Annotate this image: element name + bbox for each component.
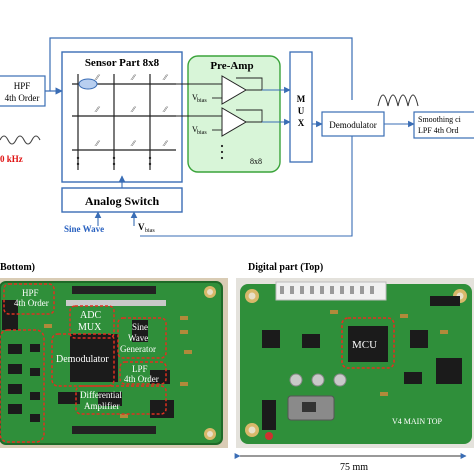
ann-lpf-1: LPF (132, 364, 148, 374)
analog-switch-block: Analog Switch (61, 187, 183, 213)
sensor-title: Sensor Part 8x8 (85, 57, 160, 69)
svg-text:⁄⁄: ⁄⁄ (94, 73, 100, 82)
preamp-count: 8x8 (250, 157, 262, 166)
preamp-block: Pre-Amp V bias V bias 8x8 (176, 55, 281, 173)
ann-sine-3: Generator (120, 344, 156, 354)
ann-adc-1: ADC (80, 310, 101, 321)
preamp-title: Pre-Amp (210, 60, 253, 72)
demodulator-label: Demodulator (329, 120, 377, 130)
smoothing-block: Smoothing ci LPF 4th Ord (413, 111, 474, 139)
sine-wave-label: Sine Wave (64, 224, 104, 234)
hpf-block: HPF 4th Order (0, 75, 46, 107)
demodulator-block: Demodulator (321, 111, 385, 137)
smoothing-label-line2: LPF 4th Ord (418, 126, 458, 135)
ann-demod: Demodulator (56, 354, 109, 365)
vbias-1-sub: bias (197, 98, 207, 104)
right-photo-title: Digital part (Top) (248, 262, 323, 273)
analog-switch-label: Analog Switch (85, 194, 160, 208)
hpf-label-line1: HPF (14, 81, 31, 91)
scale-label: 75 mm (340, 462, 368, 473)
hpf-label-line2: 4th Order (5, 93, 40, 103)
feedback-top-line (45, 37, 353, 100)
ann-sine-2: Wave (128, 333, 148, 343)
ann-adc-2: MUX (78, 322, 102, 333)
svg-text:⁄⁄: ⁄⁄ (130, 139, 136, 148)
mux-letter-x: X (298, 118, 305, 128)
freq-label: 0 kHz (0, 154, 23, 164)
ann-sine-1: Sine (132, 322, 148, 332)
opamp-2-icon (221, 107, 247, 137)
sensor-highlight-icon (78, 78, 98, 90)
vbias-3-sub: bias (145, 228, 155, 234)
svg-text:⁄⁄: ⁄⁄ (130, 105, 136, 114)
vbias-3-label: V (138, 222, 145, 232)
ann-diff-1: Differential (80, 390, 122, 400)
svg-text:⁄⁄: ⁄⁄ (130, 73, 136, 82)
mux-letter-m: M (297, 94, 306, 104)
rectified-wave-icon (377, 94, 419, 107)
input-wave-icon (0, 135, 41, 145)
svg-text:⁄⁄: ⁄⁄ (94, 139, 100, 148)
digital-board-photo: MCU V4 MAIN TOP (236, 278, 474, 448)
vbias-1-label: V (192, 93, 198, 102)
ann-diff-2: Amplifier (84, 401, 120, 411)
board-silkscreen-text: V4 MAIN TOP (392, 417, 442, 426)
ann-lpf-2: 4th Order (124, 374, 159, 384)
mux-letter-u: U (298, 106, 305, 116)
smoothing-label-line1: Smoothing ci (418, 115, 462, 124)
svg-text:⁄⁄: ⁄⁄ (162, 73, 168, 82)
ann-mcu: MCU (352, 339, 377, 351)
vbias-2-label: V (192, 125, 198, 134)
opamp-1-icon (221, 75, 247, 105)
svg-text:⁄⁄: ⁄⁄ (94, 105, 100, 114)
svg-text:⁄⁄: ⁄⁄ (162, 139, 168, 148)
ann-hpf-2: 4th Order (14, 298, 49, 308)
vbias-2-sub: bias (197, 130, 207, 136)
demod-feedback-line (140, 136, 353, 237)
sensor-block: Sensor Part 8x8 ⁄⁄ ⁄⁄ ⁄⁄ ⁄⁄ ⁄⁄ ⁄⁄ ⁄⁄ ⁄⁄ ⁄⁄ (61, 51, 183, 183)
mux-block: M U X (289, 51, 313, 163)
scale-bar: 75 mm (234, 453, 467, 473)
analog-board-photo: HPF 4th Order ADC MUX Sine Wave Generato… (0, 278, 228, 448)
ann-hpf-1: HPF (22, 288, 39, 298)
left-photo-title: Bottom) (0, 262, 35, 273)
svg-text:⁄⁄: ⁄⁄ (162, 105, 168, 114)
